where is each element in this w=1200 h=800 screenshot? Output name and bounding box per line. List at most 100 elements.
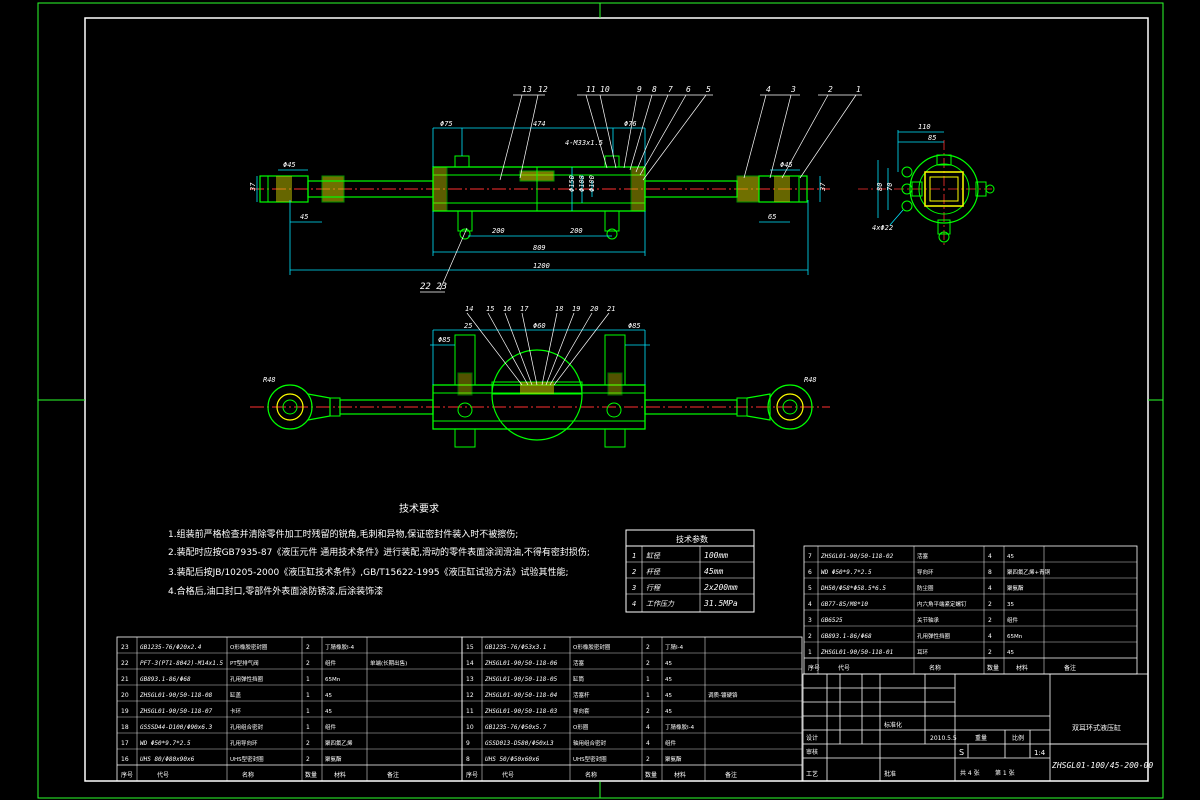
bom-cell-no: 14: [466, 660, 474, 667]
bom-cell-name: 孔用弹性挡圈: [230, 675, 264, 683]
bom-cell-mat: 组件: [325, 659, 337, 667]
dim-d476: Φ76: [624, 120, 637, 128]
bom-cell-mat: 聚四氟乙烯+青铜: [1007, 568, 1051, 576]
title-label-approve: 批准: [884, 770, 896, 778]
technical-requirements: 技术要求 1.组装前严格检查并清除零件加工时残留的锐角,毛刺和异物,保证密封件装…: [168, 502, 590, 597]
bom-cell-code: GB1235-76/Φ53x3.1: [485, 644, 546, 651]
bom-header-3: 数量: [645, 771, 657, 779]
bom-cell-name: O形圈: [573, 723, 589, 731]
bom-cell-code: ZHSGL01-90/50-118-04: [484, 692, 558, 699]
balloon-20: 20: [590, 305, 598, 313]
balloon-22-23: 22 23: [420, 282, 447, 292]
bom-header-3: 数量: [305, 771, 317, 779]
bom-cell-name: 缸筒: [573, 675, 585, 683]
bom-cell-no: 3: [808, 617, 812, 624]
bom-header-5: 备注: [725, 771, 737, 779]
bom-cell-no: 11: [466, 708, 474, 715]
bom-cell-name: O形橡胶密封圈: [230, 643, 268, 651]
dim-d1200: 1200: [533, 262, 550, 270]
bom-cell-name: O形橡胶密封圈: [573, 643, 611, 651]
bom-cell-code: DH50/Φ58*Φ58.5*6.5: [820, 585, 886, 592]
title-label-date: 2010.5.5: [930, 735, 957, 742]
dim-d45: 45: [300, 213, 308, 221]
bom-cell-qty: 4: [988, 633, 992, 640]
balloon-2: 2: [828, 85, 833, 94]
bom-cell-mat: 组件: [1007, 616, 1019, 624]
dim-bottom-r48r: R48: [804, 376, 817, 384]
balloon-5: 5: [706, 85, 711, 94]
balloon-8: 8: [652, 85, 657, 94]
bom-header-1: 代号: [502, 771, 514, 779]
bom-cell-code: ZHSGL01-90/50-118-01: [820, 649, 893, 656]
bom-cell-mat: 45: [665, 709, 672, 715]
bom-cell-code: ZHSGL01-90/50-118-03: [484, 708, 558, 715]
bom-cell-qty: 4: [646, 724, 650, 731]
bom-cell-qty: 2: [988, 649, 992, 656]
bom-cell-name: 轴用组合密封: [573, 739, 607, 747]
bom-cell-name: 活塞: [917, 552, 929, 560]
bom-cell-mat: 组件: [665, 739, 677, 747]
balloon-11: 11: [586, 85, 596, 94]
bom-cell-no: 1: [808, 649, 812, 656]
bom-header-4: 材料: [334, 771, 346, 779]
bom-cell-mat: 聚四氟乙烯: [325, 739, 353, 747]
dim-d37l: 37: [249, 182, 257, 192]
title-label-stage: S: [959, 748, 964, 757]
balloon-15: 15: [486, 305, 494, 313]
balloon-16: 16: [503, 305, 511, 313]
drawing-number: ZHSGL01-100/45-200-00: [1051, 761, 1153, 770]
title-label-ratio: 比例: [1012, 734, 1024, 742]
bom-cell-no: 2: [808, 633, 812, 640]
tech-requirements-title: 技术要求: [399, 502, 439, 515]
bom-cell-code: ZHSGL01-90/50-118-05: [484, 676, 558, 683]
bom-header-1: 代号: [838, 664, 850, 672]
sheet-total: 共 4 张: [960, 769, 980, 777]
bom-cell-code: GB1235-76/Φ20x2.4: [140, 644, 202, 651]
bom-cell-no: 8: [466, 756, 470, 763]
bom-cell-mat: 65Mn: [1007, 634, 1023, 640]
dim-bottom-d25: 25: [464, 322, 472, 330]
bom-cell-name: 内六角平端紧定螺钉: [917, 600, 967, 608]
bom-cell-code: WD Φ50*9.7*2.5: [821, 569, 872, 576]
balloon-4: 4: [766, 85, 771, 94]
bom-cell-code: GB6525: [821, 617, 843, 624]
dim-m16: 4-M33x1.5: [565, 139, 603, 147]
bom-cell-name: 卡环: [230, 707, 242, 715]
bom-cell-mat: 聚氨酯: [325, 755, 342, 763]
tech-requirement-3: 3.装配后按JB/10205-2000《液压缸技术条件》,GB/T15622-1…: [168, 566, 569, 578]
balloon-17: 17: [520, 305, 529, 313]
bom-cell-no: 20: [121, 692, 129, 699]
param-no: 1: [632, 552, 636, 560]
param-value: 45mm: [704, 567, 723, 576]
balloon-21: 21: [607, 305, 615, 313]
param-no: 3: [631, 584, 636, 592]
bom-cell-qty: 2: [646, 708, 650, 715]
bom-cell-mat: 45: [325, 709, 332, 715]
dim-d65: 65: [768, 213, 776, 221]
bom-cell-mat: 丁腈I-4: [665, 643, 684, 651]
bom-header-2: 名称: [929, 664, 941, 672]
param-key: 工作压力: [646, 600, 675, 608]
bom-cell-qty: 4: [988, 585, 992, 592]
balloon-1: 1: [856, 85, 861, 94]
dim-d150: Φ150: [568, 175, 576, 192]
bom-cell-qty: 2: [988, 601, 992, 608]
title-label-process: 工艺: [806, 770, 818, 778]
title-block: [802, 673, 1149, 782]
bom-header-1: 代号: [157, 771, 169, 779]
title-label-std: 标准化: [884, 721, 902, 729]
bom-header-4: 材料: [1016, 664, 1028, 672]
bom-cell-qty: 2: [306, 644, 310, 651]
bom-header-0: 序号: [466, 771, 478, 779]
param-value: 100mm: [704, 551, 728, 560]
bom-cell-qty: 2: [646, 644, 650, 651]
bom-header-3: 数量: [987, 664, 999, 672]
bom-cell-qty: 1: [306, 692, 310, 699]
bom-header-5: 备注: [1064, 664, 1076, 672]
bom-cell-name: 活塞杆: [573, 691, 590, 699]
bom-cell-mat: 组件: [325, 723, 337, 731]
param-key: 杆径: [646, 568, 661, 576]
bom-cell-qty: 8: [988, 569, 992, 576]
dim-side-85: 85: [928, 134, 936, 142]
